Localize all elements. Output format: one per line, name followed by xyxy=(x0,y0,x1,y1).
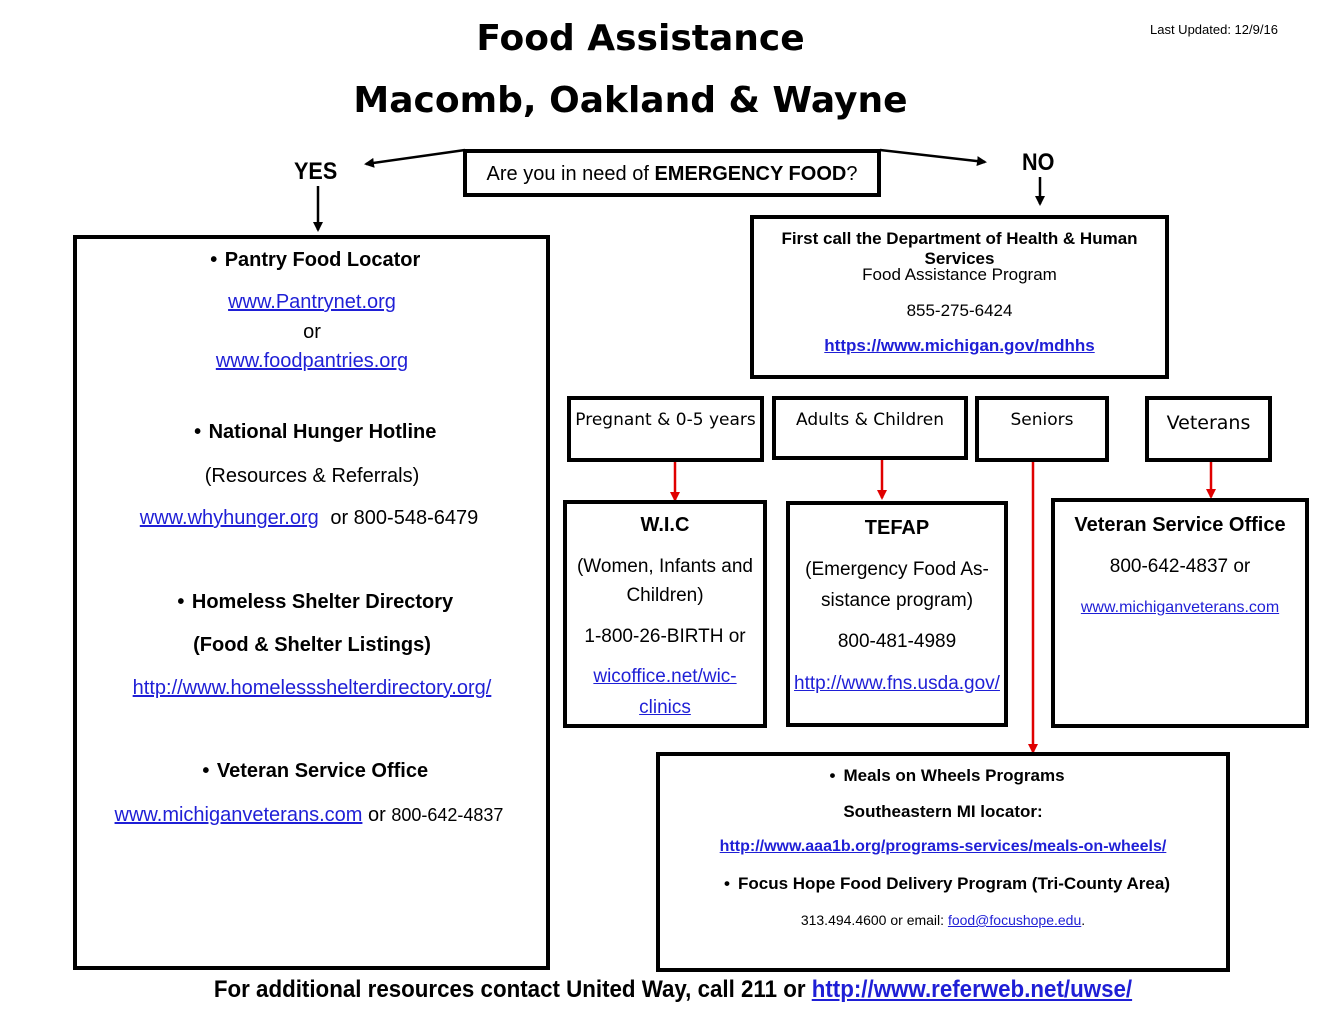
veteran-or: or xyxy=(367,804,386,826)
focus-hope-phone: 313.494.4600 or email: xyxy=(800,912,948,928)
category-seniors: Seniors xyxy=(975,396,1109,462)
fns-usda-link[interactable]: http://www.fns.usda.gov/ xyxy=(794,673,1000,694)
dhhs-line2: Food Assistance Program xyxy=(862,265,1057,284)
category-seniors-label: Seniors xyxy=(1010,410,1074,430)
mdhhs-link[interactable]: https://www.michigan.gov/mdhhs xyxy=(824,336,1095,355)
hotline-subheading: (Resources & Referrals) xyxy=(204,465,420,487)
footer: For additional resources contact United … xyxy=(47,976,1299,1004)
category-veterans: Veterans xyxy=(1145,396,1272,462)
focus-hope-contact: 313.494.4600 or email: food@focushope.ed… xyxy=(660,912,1226,928)
yes-label: YES xyxy=(294,158,338,185)
footer-text: For additional resources contact United … xyxy=(213,976,812,1003)
wic-phone: 1-800-26-BIRTH or xyxy=(584,626,746,647)
tefap-phone: 800-481-4989 xyxy=(837,631,957,652)
page-title: Food Assistance xyxy=(476,18,805,59)
pantry-or: or xyxy=(303,321,321,343)
veteran-phone: 800-642-4837 xyxy=(391,805,504,825)
referweb-link[interactable]: http://www.referweb.net/uwse/ xyxy=(811,976,1133,1003)
veteran-office-phone: 800-642-4837 or xyxy=(1109,556,1251,577)
wic-link-line1[interactable]: wicoffice.net/wic- xyxy=(593,666,737,687)
wic-link-line2[interactable]: clinics xyxy=(639,697,691,718)
category-adults: Adults & Children xyxy=(772,396,968,460)
wic-desc2: Children) xyxy=(626,585,704,606)
veteran-office-box: Veteran Service Office 800-642-4837 or w… xyxy=(1051,498,1309,728)
meals-subheading: Southeastern MI locator: xyxy=(843,802,1043,821)
hotline-phone: or 800-548-6479 xyxy=(330,507,479,529)
emergency-resources-panel: Pantry Food Locator www.Pantrynet.org or… xyxy=(73,235,550,970)
no-label: NO xyxy=(1022,149,1055,176)
wic-title: W.I.C xyxy=(640,514,690,536)
wic-box: W.I.C (Women, Infants and Children) 1-80… xyxy=(563,500,767,728)
meals-bullet xyxy=(821,766,843,785)
whyhunger-link[interactable]: www.whyhunger.org xyxy=(139,507,319,529)
last-updated: Last Updated: 12/9/16 xyxy=(1150,22,1278,37)
pantry-heading: Pantry Food Locator xyxy=(77,249,546,272)
pantrynet-link[interactable]: www.Pantrynet.org xyxy=(228,291,396,313)
hotline-heading: National Hunger Hotline xyxy=(77,421,546,444)
dhhs-phone: 855-275-6424 xyxy=(906,301,1013,320)
michiganveterans-link[interactable]: www.michiganveterans.com xyxy=(114,804,363,826)
category-adults-label: Adults & Children xyxy=(796,410,944,430)
emergency-food-question: Are you in need of EMERGENCY FOOD? xyxy=(463,149,881,197)
focus-hope-bullet xyxy=(716,874,738,893)
shelter-subheading: (Food & Shelter Listings) xyxy=(193,634,431,656)
question-emphasis: EMERGENCY FOOD xyxy=(654,163,847,185)
dhhs-box: First call the Department of Health & Hu… xyxy=(750,215,1169,379)
meals-on-wheels-link[interactable]: http://www.aaa1b.org/programs-services/m… xyxy=(719,838,1167,855)
veteran-heading: Veteran Service Office xyxy=(77,760,546,783)
dhhs-line1: First call the Department of Health & Hu… xyxy=(781,229,1138,268)
meals-box: Meals on Wheels Programs Southeastern MI… xyxy=(656,752,1230,972)
category-pregnant: Pregnant & 0-5 years xyxy=(567,396,764,462)
question-suffix: ? xyxy=(846,163,858,185)
tefap-desc2: sistance program) xyxy=(820,590,974,611)
tefap-title: TEFAP xyxy=(864,517,930,539)
veteran-contact: www.michiganveterans.com or 800-642-4837 xyxy=(77,804,541,827)
foodpantries-link[interactable]: www.foodpantries.org xyxy=(215,350,409,372)
category-veterans-label: Veterans xyxy=(1166,412,1251,434)
veteran-office-link[interactable]: www.michiganveterans.com xyxy=(1080,599,1280,616)
meals-heading: Meals on Wheels Programs xyxy=(660,766,1226,786)
tefap-box: TEFAP (Emergency Food As- sistance progr… xyxy=(786,501,1008,727)
homeless-shelter-link[interactable]: http://www.homelessshelterdirectory.org/ xyxy=(132,677,492,699)
tefap-desc1: (Emergency Food As- xyxy=(805,559,989,580)
no-arrow xyxy=(879,148,987,167)
category-pregnant-label: Pregnant & 0-5 years xyxy=(575,410,756,430)
focus-hope-heading: Focus Hope Food Delivery Program (Tri-Co… xyxy=(660,874,1226,894)
page-subtitle: Macomb, Oakland & Wayne xyxy=(353,80,908,121)
yes-arrow xyxy=(364,148,466,168)
hotline-contact: www.whyhunger.org or 800-548-6479 xyxy=(77,507,541,530)
veteran-office-title: Veteran Service Office xyxy=(1074,514,1286,536)
question-prefix: Are you in need of xyxy=(486,163,655,185)
wic-desc1: (Women, Infants and xyxy=(576,556,754,577)
focus-hope-email-link[interactable]: food@focushope.edu xyxy=(947,912,1082,928)
shelter-heading: Homeless Shelter Directory xyxy=(77,591,546,614)
focus-hope-period: . xyxy=(1081,912,1086,928)
